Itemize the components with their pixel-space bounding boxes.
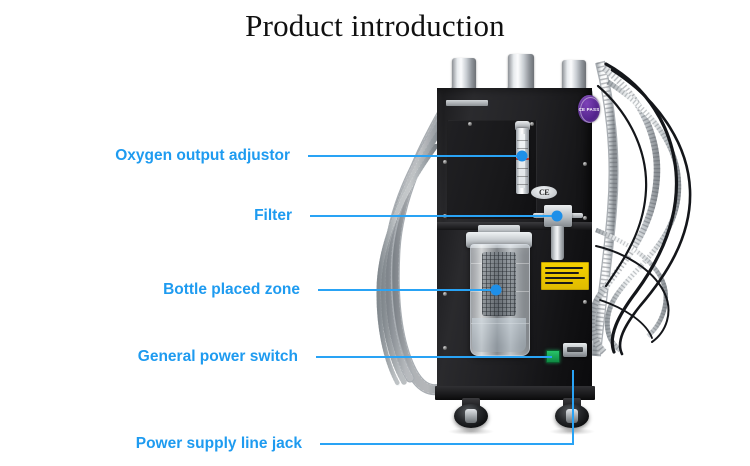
callout-leader-bottle-placed-zone (318, 289, 496, 291)
certification-badge: CE PASS (578, 95, 600, 123)
screw (443, 292, 447, 296)
callout-label-oxygen-output-adjustor: Oxygen output adjustor (115, 147, 290, 164)
oxygen-adjustor-knob[interactable] (515, 121, 530, 130)
callout-label-general-power-switch: General power switch (137, 348, 298, 365)
page-title: Product introduction (245, 8, 505, 43)
screw (583, 162, 587, 166)
callout-dot-oxygen-output-adjustor (516, 150, 528, 162)
bottle-liquid (472, 318, 526, 352)
nameplate-strip (446, 100, 488, 106)
filter-arm-right (570, 213, 583, 218)
callout-leader-oxygen-output-adjustor (308, 155, 522, 157)
power-supply-jack-slot (567, 347, 583, 352)
metal-cylinder-center (508, 54, 534, 94)
badge-ring (579, 97, 600, 123)
screw (468, 122, 472, 126)
callout-leader-vertical-power-supply-line-jack (572, 370, 574, 445)
cabinet-bottom-rail (435, 386, 595, 400)
bottle-neck (478, 225, 520, 235)
callout-label-filter: Filter (254, 207, 292, 224)
filter-bowl (551, 226, 564, 260)
screw (530, 122, 534, 126)
screw (583, 216, 587, 220)
warning-label (541, 262, 589, 290)
callout-leader-power-supply-line-jack (320, 443, 573, 445)
caster-wheel-left (454, 398, 488, 428)
callout-label-bottle-placed-zone: Bottle placed zone (163, 281, 300, 298)
screw (443, 160, 447, 164)
callout-leader-filter (310, 215, 557, 217)
ce-mark: CE (531, 186, 557, 199)
callout-leader-general-power-switch (316, 356, 552, 358)
callout-label-power-supply-line-jack: Power supply line jack (135, 435, 302, 452)
callout-dot-filter (551, 210, 563, 222)
bottle-mesh-insert (482, 252, 516, 316)
callout-dot-bottle-placed-zone (490, 284, 502, 296)
screw (443, 346, 447, 350)
screw (583, 300, 587, 304)
